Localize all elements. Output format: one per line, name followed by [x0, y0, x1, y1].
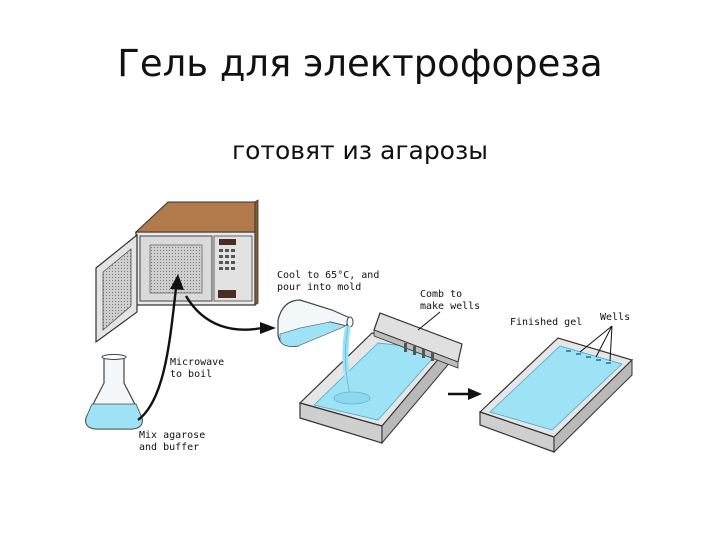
flask-icon — [85, 354, 143, 430]
arrow-to-microwave-icon — [137, 274, 184, 421]
casting-tray-icon — [298, 312, 463, 445]
microwave-icon — [95, 199, 259, 344]
arrow-to-pouring-icon — [184, 295, 276, 334]
slide-title: Гель для электрофореза — [117, 42, 603, 85]
comb-label: Comb to make wells — [420, 289, 481, 312]
microwave-label: Microwave to boil — [170, 357, 225, 380]
mix-agarose-label: Mix agarose and buffer — [139, 430, 206, 453]
finished-gel-label: Finished gel — [510, 317, 583, 328]
slide-subtitle: готовят из агарозы — [231, 136, 489, 165]
wells-label: Wells — [600, 312, 631, 323]
cool-pour-label: Cool to 65°C, and pour into mold — [277, 270, 380, 293]
pouring-flask-icon — [277, 299, 354, 347]
arrow-to-finished-icon — [448, 388, 482, 400]
finished-gel-icon — [478, 337, 634, 454]
comb-pointer-icon — [417, 311, 441, 331]
wells-pointer-icon — [579, 325, 613, 362]
